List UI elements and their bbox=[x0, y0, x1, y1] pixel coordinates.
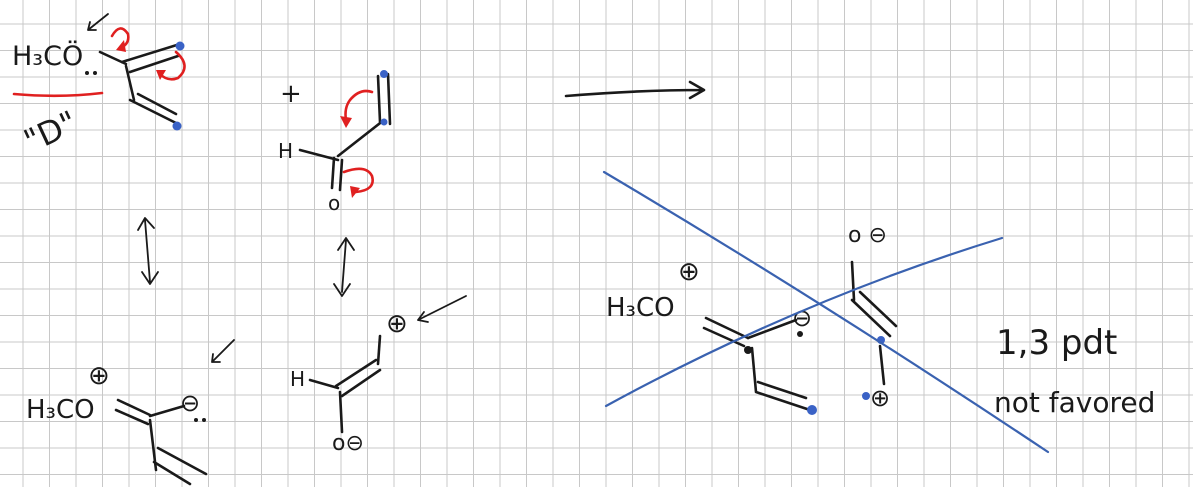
aldehyde-h-bond bbox=[298, 148, 340, 162]
product-right-chain bbox=[850, 290, 898, 386]
h3co-bottom-label: H₃CO bbox=[26, 395, 95, 425]
minus-charge-right-center: ⊖ bbox=[792, 304, 812, 332]
resonance-arrow-middle bbox=[333, 237, 355, 297]
h-bottom-label: H bbox=[290, 367, 305, 391]
enol-ether-double-bond bbox=[114, 398, 152, 426]
o-minus-bottom-label: o⊖ bbox=[332, 431, 364, 456]
lone-pair-dots-top bbox=[85, 71, 97, 75]
lone-pair-dots-bottom bbox=[194, 418, 206, 422]
vinyl-double-bond bbox=[376, 72, 392, 126]
blue-terminal-dot bbox=[172, 121, 182, 131]
blue-terminal-dot bbox=[380, 118, 388, 126]
reaction-arrow bbox=[564, 80, 706, 100]
red-arrowhead bbox=[340, 116, 352, 128]
resonance-arrow-left bbox=[137, 217, 159, 285]
plus-charge-bottom-left: ⊕ bbox=[88, 361, 110, 391]
diene-double-bond-a bbox=[120, 42, 182, 74]
diene-bond-2 bbox=[124, 64, 136, 102]
zwitterion-oxygen-bond bbox=[338, 390, 344, 434]
product-oxygen-bond bbox=[850, 260, 856, 302]
red-curved-arrow bbox=[342, 167, 374, 194]
product-enol-ether-bond bbox=[702, 316, 750, 348]
product-lower-chain bbox=[750, 346, 812, 412]
blue-terminal-dot bbox=[862, 392, 870, 400]
red-arrowhead bbox=[116, 40, 126, 52]
red-arrowhead bbox=[350, 186, 360, 198]
red-curved-arrow bbox=[158, 50, 186, 81]
carbonyl-double-bond bbox=[330, 156, 344, 192]
alkene-bond bbox=[336, 118, 386, 158]
blue-terminal-dot bbox=[380, 70, 388, 78]
o-top-label: o bbox=[328, 191, 340, 215]
zwitterion-h-bond bbox=[308, 378, 340, 390]
diene-double-bond-b bbox=[128, 92, 180, 126]
h3co-top-label: H₃CÖ bbox=[12, 40, 83, 72]
h-top-label: H bbox=[278, 139, 293, 163]
black-dot bbox=[797, 331, 803, 337]
note-line-2: not favored bbox=[994, 386, 1155, 419]
plus-charge-right-bottom: ⊕ bbox=[870, 384, 890, 412]
o-minus-right-label: o ⊖ bbox=[848, 223, 887, 248]
blue-terminal-dot bbox=[807, 405, 817, 415]
donor-underline bbox=[12, 91, 104, 98]
plus-charge-bottom-middle: ⊕ bbox=[386, 309, 408, 339]
bottom-left-chain bbox=[148, 418, 208, 486]
black-dot bbox=[744, 346, 752, 354]
zwitterion-cation-bond bbox=[376, 334, 382, 366]
plus-charge-right: ⊕ bbox=[678, 257, 700, 287]
red-curved-arrow bbox=[344, 89, 374, 122]
h3co-right-label: H₃CO bbox=[606, 293, 675, 323]
pointer-arrow-bottom-middle bbox=[417, 295, 467, 323]
cross-out-line bbox=[604, 236, 1004, 408]
red-arrowhead bbox=[156, 70, 166, 80]
cross-out-line bbox=[602, 170, 1050, 454]
pointer-arrow-bottom-left bbox=[211, 339, 235, 363]
enolate-bond bbox=[148, 404, 186, 418]
note-line-1: 1,3 pdt bbox=[996, 323, 1117, 363]
zwitterion-double-bond bbox=[334, 358, 382, 398]
pointer-arrow-top-left bbox=[87, 13, 109, 31]
minus-charge-bottom-left: ⊖ bbox=[180, 389, 200, 417]
plus-sign: + bbox=[280, 79, 302, 109]
blue-terminal-dot bbox=[175, 41, 185, 51]
product-bond-to-anion bbox=[746, 318, 798, 340]
donor-label: "D" bbox=[18, 103, 83, 160]
